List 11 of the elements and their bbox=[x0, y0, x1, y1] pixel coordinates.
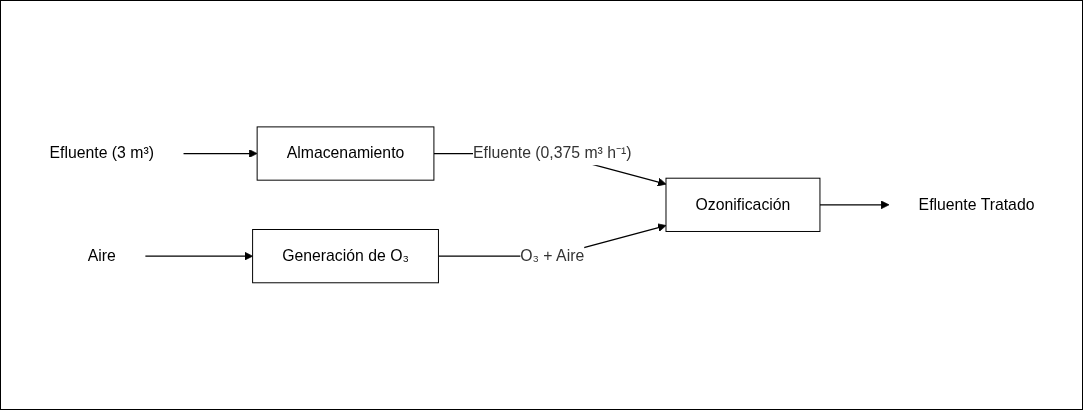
arrow bbox=[182, 149, 258, 159]
node-text: Efluente Tratado bbox=[918, 196, 1034, 213]
node-box: Generación de O₃ bbox=[251, 229, 439, 284]
node-text: Aire bbox=[87, 247, 116, 265]
node-box: Almacenamiento bbox=[256, 126, 434, 181]
arrow bbox=[144, 251, 253, 261]
edge-label: O₃ + Aire bbox=[519, 247, 584, 265]
arrow bbox=[818, 200, 889, 210]
node-text: Efluente (3 m³) bbox=[49, 144, 154, 162]
node-box: Ozonificación bbox=[665, 177, 820, 233]
edge-label: Efluente (0,375 m³ h⁻¹) bbox=[472, 144, 631, 162]
